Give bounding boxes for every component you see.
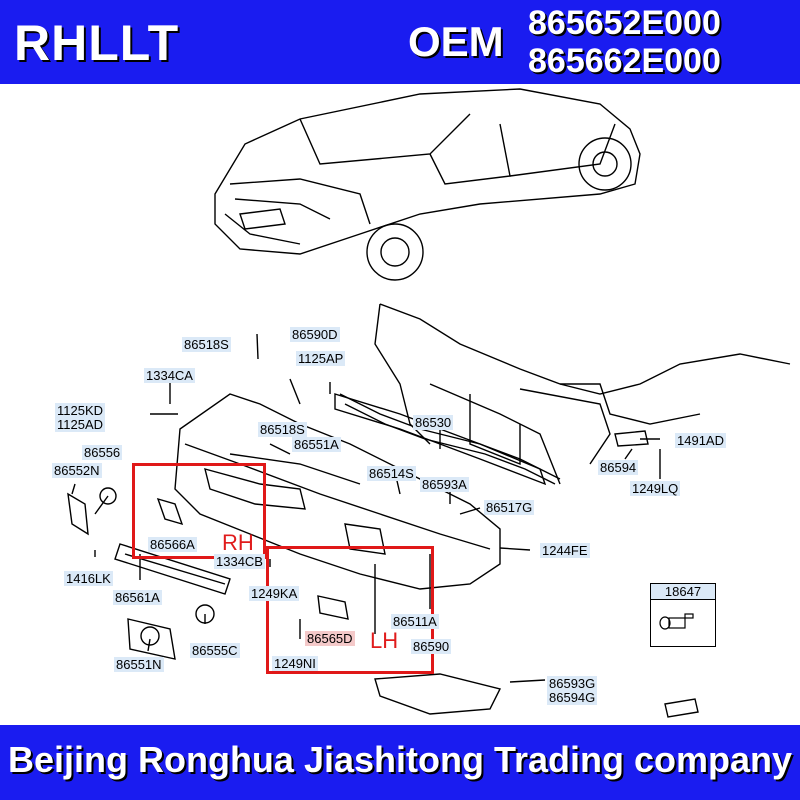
oem-number-1: 865652E000 — [528, 4, 721, 42]
company-name: Beijing Ronghua Jiashitong Trading compa… — [7, 739, 793, 780]
part-label: 86594G — [547, 690, 598, 705]
part-label: 86590 — [411, 639, 452, 654]
part-label: 86530 — [413, 415, 454, 430]
part-label: 86593A — [420, 477, 469, 492]
part-label: 86556 — [82, 445, 123, 460]
under-cover — [374, 673, 502, 715]
lh-marker: LH — [370, 628, 399, 653]
lower-grille — [114, 543, 231, 595]
oem-label: OEM — [408, 18, 504, 65]
part-label: 1249NI — [272, 656, 318, 671]
bulb-icon — [659, 613, 694, 630]
rh-highlight-box — [132, 463, 266, 559]
part-label: 86566A — [148, 537, 197, 552]
part-label: 86518S — [258, 422, 307, 437]
part-label: 1334CB — [214, 554, 265, 569]
header-banner: RHLLT OEM 865652E000 865662E000 — [0, 0, 800, 84]
footer-banner: Beijing Ronghua Jiashitong Trading compa… — [0, 725, 800, 800]
part-label: 1244FE — [540, 543, 590, 558]
part-label: 86590D — [290, 327, 340, 342]
part-label: 1491AD — [675, 433, 726, 448]
part-label: 86511A — [391, 614, 439, 629]
part-label: 86517G — [484, 500, 535, 515]
bumper-cover — [174, 393, 501, 590]
part-label: 1125AP — [296, 351, 346, 366]
part-label-highlighted: 86565D — [305, 631, 355, 646]
part-label: 1125KD — [55, 403, 106, 418]
part-label: 1334CA — [144, 368, 195, 383]
grille-lh — [317, 595, 349, 620]
lh-highlight-box — [266, 546, 434, 674]
grille-rh — [156, 497, 184, 526]
part-label: 86551N — [114, 657, 164, 672]
part-label: 86594 — [598, 460, 639, 475]
fog-lamp-cover — [127, 618, 176, 660]
inset-part-label: 18647 — [651, 584, 715, 600]
inset-part-box: 18647 — [650, 583, 716, 647]
part-label: 1125AD — [55, 417, 106, 432]
part-label: 1416LK — [64, 571, 113, 586]
part-label: 86514S — [367, 466, 416, 481]
oem-number-2: 865662E000 — [528, 42, 721, 80]
part-label: 1249LQ — [630, 481, 681, 496]
part-label: 86561A — [113, 590, 162, 605]
body-frame — [339, 303, 791, 485]
car-illustration — [214, 88, 641, 281]
part-label: 86551A — [292, 437, 341, 452]
part-label: 86555C — [190, 643, 240, 658]
rh-marker: RH — [222, 530, 254, 555]
part-label: 86518S — [182, 337, 231, 352]
part-label: 86552N — [52, 463, 102, 478]
parts-diagram — [67, 88, 791, 718]
fog-cover-left — [67, 492, 89, 536]
part-label: 1249KA — [249, 586, 300, 601]
part-label: 86593G — [547, 676, 598, 691]
brand-name: RHLLT — [14, 15, 180, 71]
